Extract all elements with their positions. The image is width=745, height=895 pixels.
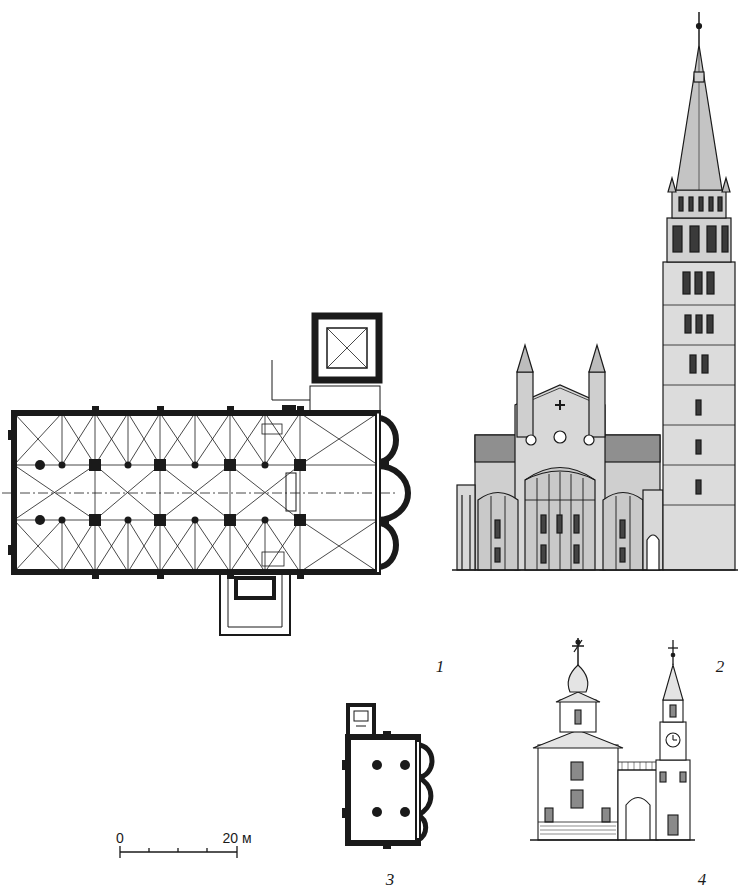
- church-plan: [342, 705, 432, 849]
- cathedral-elevation: [0, 0, 738, 570]
- church-elevation: [530, 638, 695, 840]
- figure-number: 4: [698, 871, 707, 888]
- cathedral-plan: [2, 316, 408, 635]
- scale-bar: [120, 846, 237, 858]
- scale-value: 20 м: [222, 831, 251, 845]
- scale-value: 0: [116, 831, 124, 845]
- figure-number: 3: [386, 871, 395, 888]
- figure-number: 1: [436, 658, 445, 675]
- figure-number: 2: [716, 658, 725, 675]
